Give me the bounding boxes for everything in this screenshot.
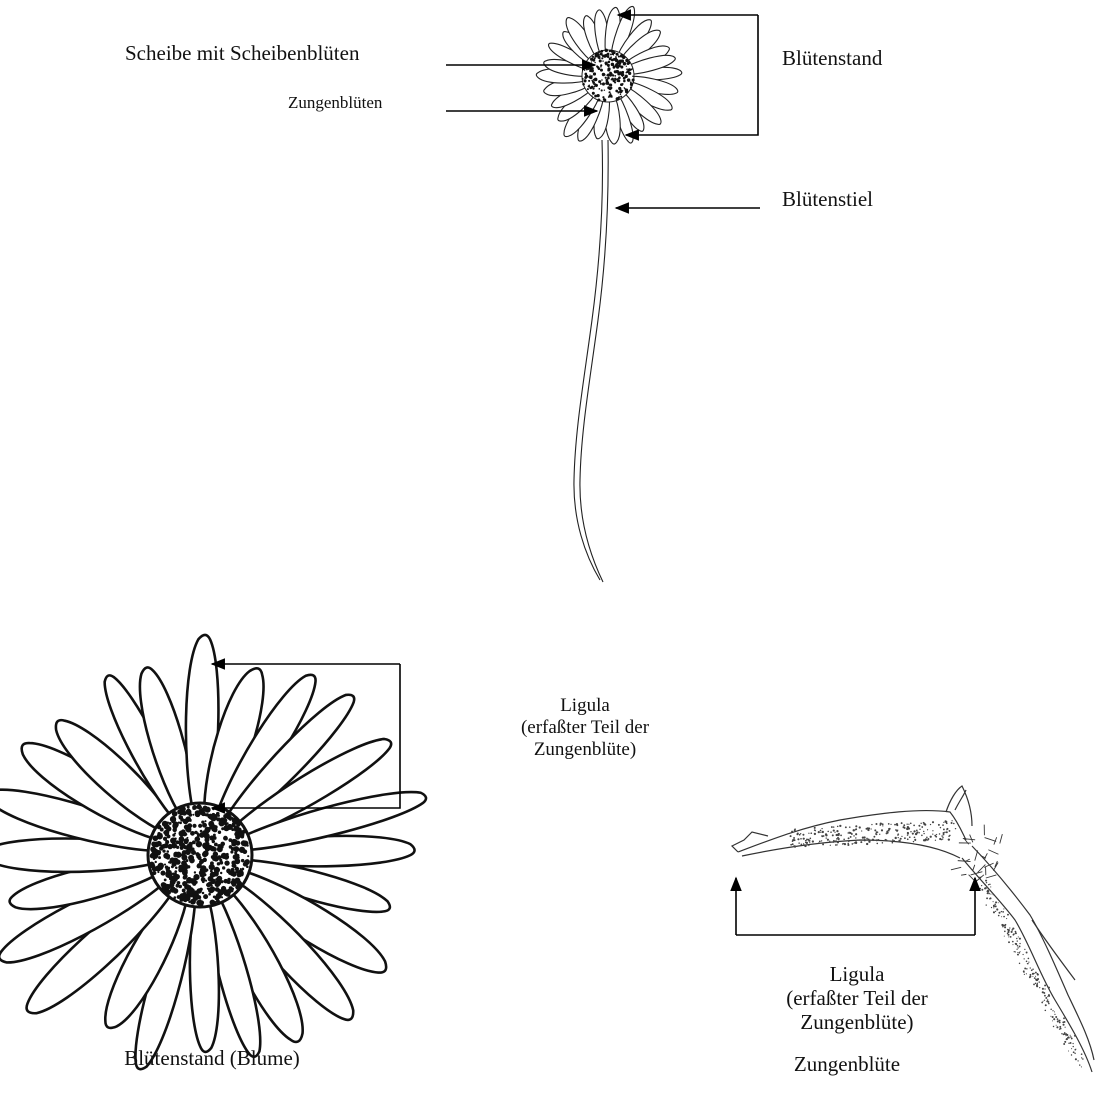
- label-ligula-lower: Ligula (erfaßter Teil der Zungenblüte): [786, 962, 928, 1034]
- label-scheibe-mit-scheibenblueten: Scheibe mit Scheibenblüten: [125, 41, 359, 65]
- label-bluetenstand-blume: Blütenstand (Blume): [124, 1046, 300, 1070]
- label-ligula-upper-line3: Zungenblüte): [521, 739, 649, 761]
- large-flower-disc: [148, 803, 252, 907]
- label-ligula-upper-line1: Ligula: [521, 695, 649, 717]
- ray-floret-hairs: [951, 825, 1002, 882]
- plant-stem: [574, 140, 608, 582]
- label-zungenblueten: Zungenblüten: [288, 93, 382, 113]
- label-bluetenstiel: Blütenstiel: [782, 187, 873, 211]
- label-ligula-lower-line3: Zungenblüte): [786, 1010, 928, 1034]
- label-bluetenstand: Blütenstand: [782, 46, 882, 70]
- label-zungenbluete: Zungenblüte: [794, 1052, 900, 1076]
- label-ligula-upper-line2: (erfaßter Teil der: [521, 717, 649, 739]
- label-ligula-upper: Ligula (erfaßter Teil der Zungenblüte): [521, 695, 649, 761]
- bracket-ligula-ray-floret: [736, 878, 975, 935]
- label-ligula-lower-line1: Ligula: [786, 962, 928, 986]
- label-ligula-lower-line2: (erfaßter Teil der: [786, 986, 928, 1010]
